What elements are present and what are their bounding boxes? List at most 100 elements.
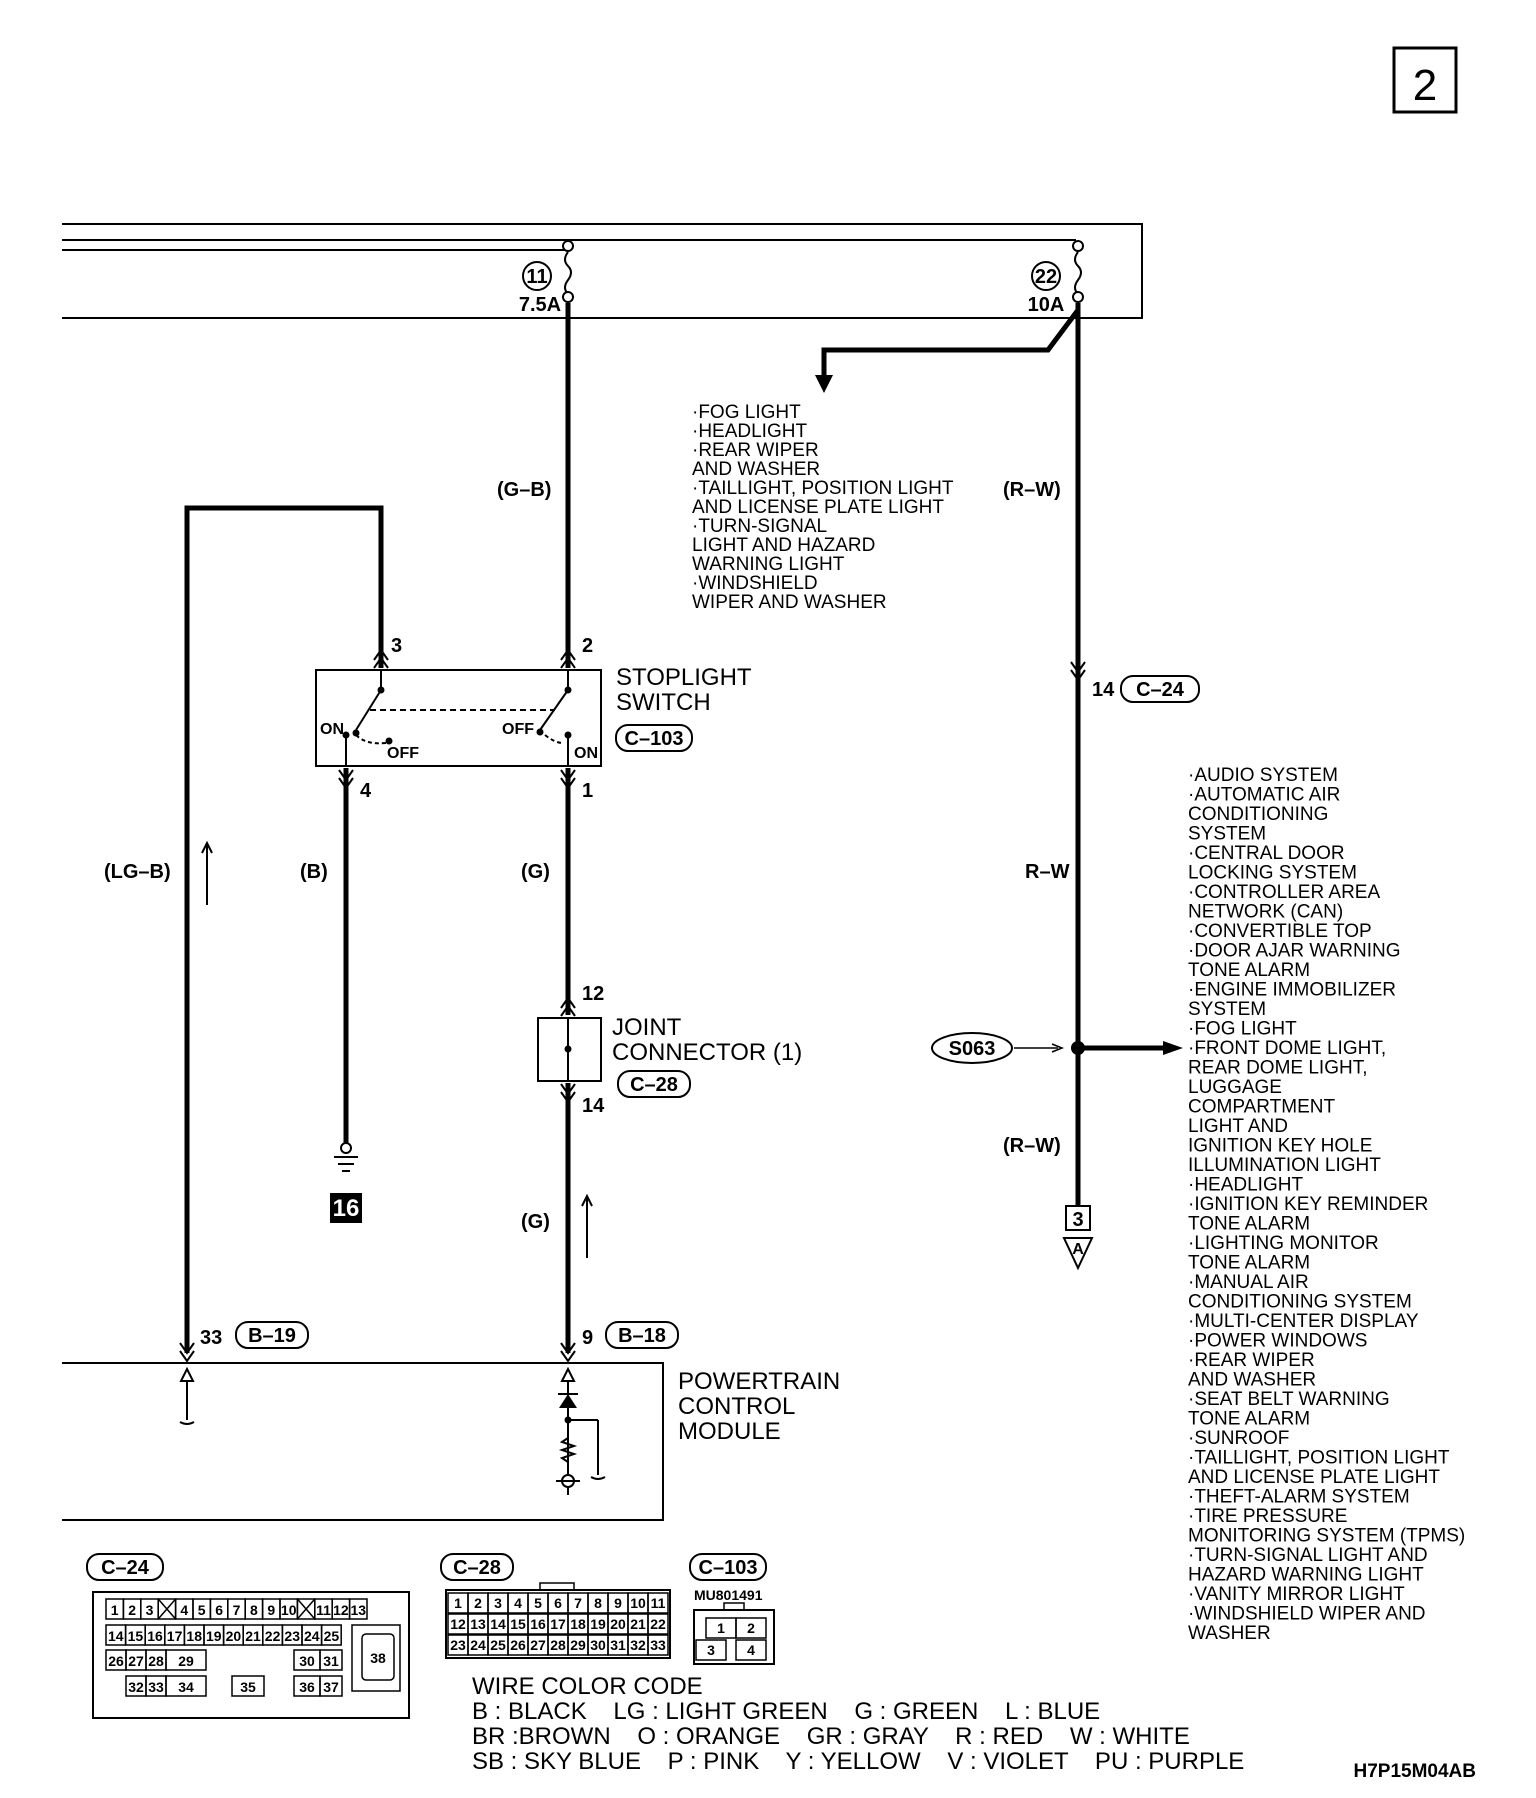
- load-line: NETWORK (CAN): [1188, 902, 1343, 923]
- fuse-22-number: 22: [1035, 266, 1057, 288]
- load-line: ·TURN-SIGNAL: [692, 516, 827, 537]
- pin-number: 31: [323, 1653, 339, 1669]
- load-line: SYSTEM: [1188, 824, 1266, 845]
- pin-number: 30: [299, 1653, 315, 1669]
- load-line: WARNING LIGHT: [692, 554, 845, 575]
- pin-number: 11: [651, 1595, 666, 1611]
- load-line: TONE ALARM: [1188, 1253, 1310, 1274]
- pin-1: 1: [582, 780, 593, 802]
- connector-latch: [539, 1582, 575, 1591]
- connector-c103: C–103: [625, 728, 684, 750]
- pin-number: 3: [494, 1595, 502, 1611]
- connector-cell: [647, 1613, 669, 1635]
- load-line: ·REAR WIPER: [692, 440, 819, 461]
- pin-number: 36: [299, 1679, 315, 1695]
- wire-label-g-b: (G–B): [497, 479, 551, 501]
- drawing-code: H7P15M04AB: [1354, 1761, 1477, 1782]
- pin-number: 29: [178, 1653, 194, 1669]
- connector-cell: [348, 1598, 368, 1620]
- switch-on-right: ON: [574, 745, 598, 762]
- pin-number: 1: [454, 1595, 462, 1611]
- pin-number: 19: [590, 1616, 606, 1632]
- pin-number: 12: [450, 1616, 466, 1632]
- load-line: ·SUNROOF: [1188, 1428, 1289, 1449]
- pin-number: 12: [333, 1602, 349, 1618]
- connector-latch: [723, 1602, 745, 1611]
- wire-label-g: (G): [521, 861, 550, 883]
- fuse11-load-list: ·FOG LIGHT ·HEADLIGHT ·REAR WIPER AND WA…: [692, 402, 954, 613]
- pin-number: 17: [167, 1628, 183, 1644]
- ground-number-box: [330, 1193, 362, 1223]
- pin-number: 16: [147, 1628, 163, 1644]
- pin-number: 15: [510, 1616, 526, 1632]
- load-line: SYSTEM: [1188, 999, 1266, 1020]
- switch-on-left: ON: [320, 721, 344, 738]
- c24-pin-number: 14: [1092, 679, 1115, 701]
- fuse-11-rating: 7.5A: [519, 294, 561, 316]
- wire-label-r-w: (R–W): [1003, 1135, 1061, 1157]
- pin-number: 27: [530, 1637, 546, 1653]
- connector-cell: [231, 1675, 265, 1697]
- load-line: ·FOG LIGHT: [692, 402, 801, 423]
- load-line: AND LICENSE PLATE LIGHT: [692, 497, 944, 518]
- connector-badge: [235, 1321, 309, 1349]
- connector-cell: [165, 1675, 207, 1697]
- stoplight-switch-label: STOPLIGHT: [616, 664, 752, 691]
- pin-number: 1: [111, 1602, 119, 1618]
- switch-off-left: OFF: [387, 745, 419, 762]
- pin-number: 26: [108, 1653, 124, 1669]
- pin-number: 32: [128, 1679, 144, 1695]
- pin-number: 7: [574, 1595, 582, 1611]
- pcm-label: POWERTRAIN: [678, 1368, 840, 1395]
- load-line: AND WASHER: [692, 459, 820, 480]
- load-line: ·IGNITION KEY REMINDER: [1188, 1194, 1428, 1215]
- pin-number: 33: [650, 1637, 666, 1653]
- ground-symbol: [334, 1142, 358, 1172]
- load-line: LOCKING SYSTEM: [1188, 863, 1357, 884]
- pin-number: 1: [717, 1620, 725, 1636]
- joint-connector-label: JOINT: [612, 1014, 682, 1041]
- connector-cell: [351, 1624, 401, 1692]
- load-line: TONE ALARM: [1188, 960, 1310, 981]
- load-line: ·AUDIO SYSTEM: [1188, 765, 1338, 786]
- load-line: ·POWER WINDOWS: [1188, 1331, 1367, 1352]
- fuse-11-number: 11: [526, 266, 547, 288]
- pin-number: 37: [323, 1679, 339, 1695]
- load-line: WASHER: [1188, 1623, 1271, 1644]
- connector-c28: C–28: [630, 1074, 678, 1096]
- pcm-label: CONTROL: [678, 1393, 795, 1420]
- load-line: ·REAR WIPER: [1188, 1350, 1315, 1371]
- pcm-pin-9: 9: [582, 1327, 593, 1349]
- pin-number: 20: [610, 1616, 626, 1632]
- load-line: ·DOOR AJAR WARNING: [1188, 941, 1401, 962]
- pcm-pin-33: 33: [200, 1327, 222, 1349]
- load-line: ·TURN-SIGNAL LIGHT AND: [1188, 1545, 1428, 1566]
- part-number: MU801491: [694, 1587, 763, 1603]
- load-line: LIGHT AND HAZARD: [692, 535, 875, 556]
- connector-badge: [615, 724, 693, 752]
- connector-label: C–103: [699, 1557, 758, 1579]
- pin-number: 32: [630, 1637, 646, 1653]
- pin-number: 10: [281, 1602, 297, 1618]
- off-page-letter: A: [1072, 1241, 1084, 1258]
- connector-cell: [319, 1675, 343, 1697]
- load-line: REAR DOME LIGHT,: [1188, 1058, 1367, 1079]
- connector-c24: C–24: [1136, 679, 1185, 701]
- joint-pin-12: 12: [582, 983, 604, 1005]
- wire-color-code-line: SB : SKY BLUE P : PINK Y : YELLOW V : VI…: [472, 1748, 1244, 1775]
- connector-cell: [319, 1649, 343, 1671]
- wire-color-code-line: B : BLACK LG : LIGHT GREEN G : GREEN L :…: [472, 1698, 1100, 1725]
- switch-off-right: OFF: [502, 721, 534, 738]
- branch-arrow: [815, 375, 833, 393]
- pin-number: 18: [186, 1628, 202, 1644]
- load-line: ·VANITY MIRROR LIGHT: [1188, 1584, 1405, 1605]
- pin-number: 21: [630, 1616, 646, 1632]
- connector-cell: [361, 1633, 395, 1681]
- connector-cell: [735, 1617, 767, 1639]
- pin-number: 33: [148, 1679, 164, 1695]
- splice-dot: [1071, 1041, 1085, 1055]
- wire-label-lg-b: (LG–B): [104, 861, 171, 883]
- pin-number: 19: [206, 1628, 222, 1644]
- pin-number: 23: [450, 1637, 466, 1653]
- off-page-box: [1065, 1205, 1091, 1231]
